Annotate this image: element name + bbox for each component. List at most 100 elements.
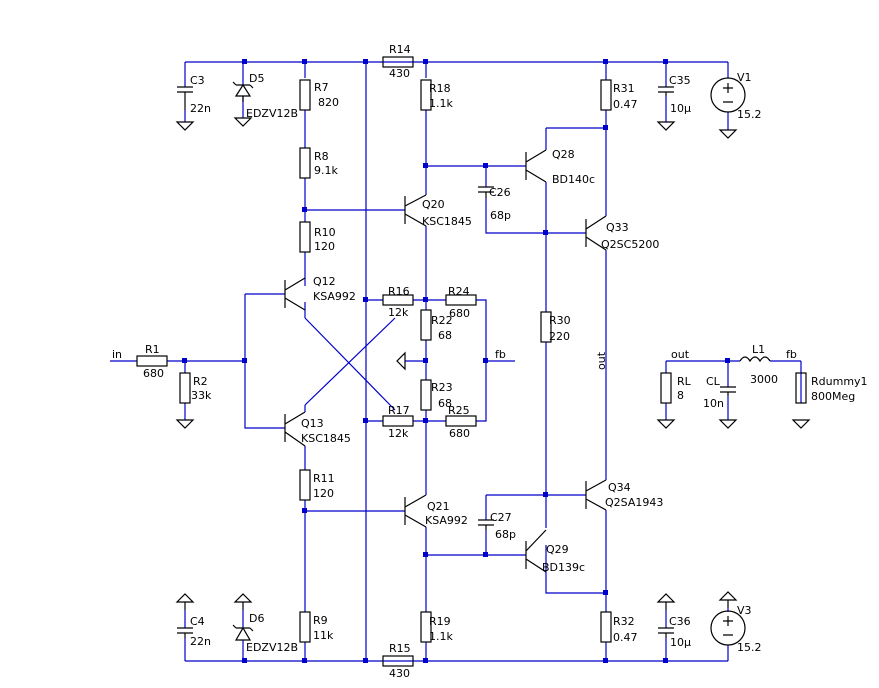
r11-body: [299, 469, 311, 501]
zener-diodes: [232, 81, 254, 641]
c27-value: 68p: [495, 528, 516, 541]
r14-ref: R14: [389, 43, 411, 56]
r23-value: 68: [438, 397, 452, 410]
r22-value: 68: [438, 329, 452, 342]
r1-body: [136, 355, 168, 367]
r1-value: 680: [143, 367, 164, 380]
r11-ref: R11: [313, 472, 335, 485]
r15-body: [382, 655, 414, 667]
out-net-label: out: [671, 348, 690, 361]
r32-value: 0.47: [613, 631, 638, 644]
r19-body: [420, 611, 432, 643]
r24-body: [445, 294, 477, 306]
q21-value: KSA992: [425, 514, 468, 527]
r10-ref: R10: [314, 226, 336, 239]
r18-body: [420, 79, 432, 111]
c26-ref: C26: [489, 186, 511, 199]
rl-ref: RL: [677, 375, 692, 388]
rdummy1-body: [795, 372, 807, 404]
r9-ref: R9: [313, 614, 328, 627]
capacitor-plates: [177, 86, 736, 638]
inductor-l1: [739, 356, 771, 363]
junctions: [182, 59, 730, 663]
out-net-label-vertical: out: [595, 351, 608, 370]
q13-ref: Q13: [301, 417, 324, 430]
r19-ref: R19: [429, 615, 451, 628]
r22-body: [420, 309, 432, 341]
r14-value: 430: [389, 67, 410, 80]
r22-ref: R22: [431, 314, 453, 327]
l1-value: 3000: [750, 373, 778, 386]
r9-body: [299, 611, 311, 643]
wires: [110, 61, 802, 662]
r16-body: [382, 294, 414, 306]
r18-value: 1.1k: [429, 97, 453, 110]
c3-ref: C3: [190, 74, 205, 87]
l1-ref: L1: [752, 343, 765, 356]
c3-value: 22n: [190, 102, 211, 115]
r2-ref: R2: [193, 375, 208, 388]
q12-value: KSA992: [313, 290, 356, 303]
r24-ref: R24: [448, 285, 470, 298]
fb-net-label-mid: fb: [495, 348, 506, 361]
c4-value: 22n: [190, 635, 211, 648]
r8-value: 9.1k: [314, 164, 338, 177]
rdummy1-value: 800Meg: [811, 390, 855, 403]
r2-body: [179, 372, 191, 404]
r18-ref: R18: [429, 82, 451, 95]
r9-value: 11k: [313, 629, 334, 642]
in-net-label: in: [112, 348, 122, 361]
r17-value: 12k: [388, 427, 409, 440]
r1-ref: R1: [145, 343, 160, 356]
q33-ref: Q33: [606, 221, 629, 234]
r25-body: [445, 415, 477, 427]
r16-ref: R16: [388, 285, 410, 298]
r30-ref: R30: [549, 314, 571, 327]
q13-value: KSC1845: [301, 432, 351, 445]
r25-value: 680: [449, 427, 470, 440]
r32-ref: R32: [613, 615, 635, 628]
r7-ref: R7: [314, 81, 329, 94]
rdummy1-ref: Rdummy1: [811, 375, 868, 388]
cl-ref: CL: [706, 375, 721, 388]
c35-value: 10µ: [670, 102, 691, 115]
r17-body: [382, 415, 414, 427]
v3-ref: V3: [737, 604, 752, 617]
v1-ref: V1: [737, 71, 752, 84]
d6-value: EDZV12B: [246, 641, 298, 654]
ground-symbols: [175, 117, 811, 610]
r2-value: 33k: [191, 389, 212, 402]
q28-value: BD140c: [552, 173, 595, 186]
r7-body: [299, 79, 311, 111]
r10-body: [299, 221, 311, 253]
q21-ref: Q21: [427, 500, 450, 513]
q33-value: Q2SC5200: [601, 238, 659, 251]
d5-value: EDZV12B: [246, 107, 298, 120]
q12-ref: Q12: [313, 275, 336, 288]
r30-value: 220: [549, 330, 570, 343]
fb-net-label-right: fb: [786, 348, 797, 361]
r8-body: [299, 147, 311, 179]
r23-body: [420, 379, 432, 411]
q20-value: KSC1845: [422, 215, 472, 228]
r14-body: [382, 56, 414, 68]
r25-ref: R25: [448, 404, 470, 417]
v1-value: 15.2: [737, 108, 762, 121]
q34-value: Q2SA1943: [605, 496, 663, 509]
labels: C3 22n D5 EDZV12B R7 820 R8 9.1k R10 120…: [112, 43, 868, 680]
q28-ref: Q28: [552, 148, 575, 161]
voltage-sources: [710, 77, 746, 646]
cl-value: 10n: [703, 397, 724, 410]
r23-ref: R23: [431, 381, 453, 394]
r16-value: 12k: [388, 306, 409, 319]
c36-ref: C36: [669, 615, 691, 628]
r15-ref: R15: [389, 642, 411, 655]
r31-body: [600, 79, 612, 111]
c36-value: 10µ: [670, 636, 691, 649]
d6-ref: D6: [249, 612, 264, 625]
r32-body: [600, 611, 612, 643]
c26-value: 68p: [490, 209, 511, 222]
r17-ref: R17: [388, 404, 410, 417]
